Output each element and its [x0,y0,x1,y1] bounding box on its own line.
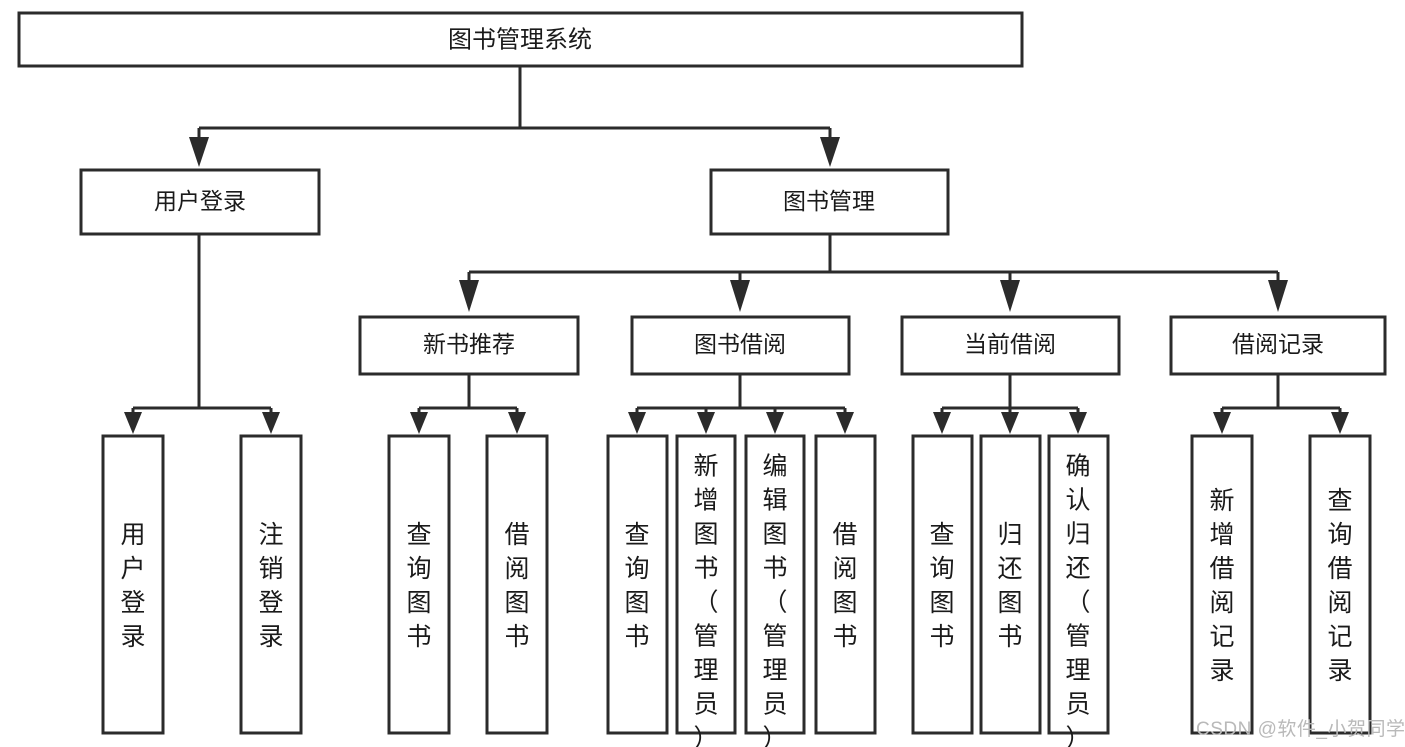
node-leaf-query-book-1-box[interactable] [387,434,451,735]
arrow-head-leaf-logout [262,412,280,434]
arrow-head-leaf-add-record [1213,412,1231,434]
node-leaf-add-book[interactable]: 新增图书（管理员） [675,434,737,747]
node-borrow-record[interactable]: 借阅记录 [1169,315,1387,376]
connector-group-book-management [459,234,1288,312]
node-leaf-edit-book-label: 编辑图书（管理员） [762,453,787,747]
node-leaf-return-book[interactable]: 归还图书 [979,434,1042,735]
node-root-label: 图书管理系统 [448,26,592,53]
node-leaf-query-book-1-label: 查询图书 [406,521,431,651]
node-leaf-confirm-return[interactable]: 确认归还（管理员） [1047,434,1110,747]
node-root[interactable]: 图书管理系统 [17,11,1024,68]
node-leaf-query-record-box[interactable] [1308,434,1372,735]
arrow-head-leaf-query-book-1 [410,412,428,434]
node-leaf-borrow-book-1[interactable]: 借阅图书 [485,434,549,735]
node-book-management-label: 图书管理 [783,188,875,214]
node-leaf-borrow-book-1-box[interactable] [485,434,549,735]
arrow-head-book-management [820,137,840,167]
node-current-borrow[interactable]: 当前借阅 [900,315,1121,376]
node-user-login-box[interactable] [79,168,321,236]
arrow-head-leaf-edit-book [766,412,784,434]
node-leaf-add-book-label: 新增图书（管理员） [693,453,718,747]
node-leaf-edit-book[interactable]: 编辑图书（管理员） [744,434,806,747]
node-leaf-query-record-label: 查询借阅记录 [1327,487,1352,685]
node-leaf-query-book-2-label: 查询图书 [624,521,649,651]
node-leaf-add-record-label: 新增借阅记录 [1209,487,1234,685]
node-user-login-label: 用户登录 [154,188,246,214]
node-leaf-query-book-2[interactable]: 查询图书 [606,434,669,735]
node-leaf-return-book-box[interactable] [979,434,1042,735]
arrow-head-leaf-confirm-return [1069,412,1087,434]
arrow-head-book-borrow [730,280,750,312]
node-leaf-logout-label: 注销登录 [258,521,283,651]
arrow-head-leaf-borrow-book-2 [836,412,854,434]
node-leaf-confirm-return-box[interactable] [1047,434,1110,735]
arrow-head-leaf-return-book [1001,412,1019,434]
node-new-book-recommend-label: 新书推荐 [423,331,515,357]
connector-group-current-borrow [933,374,1087,434]
node-book-borrow-label: 图书借阅 [694,331,786,357]
arrow-head-leaf-query-book-2 [628,412,646,434]
node-leaf-user-login[interactable]: 用户登录 [101,434,165,735]
node-borrow-record-box[interactable] [1169,315,1387,376]
node-leaf-return-book-label: 归还图书 [997,521,1022,651]
connector-group-book-borrow [628,374,854,434]
node-leaf-logout-box[interactable] [239,434,303,735]
arrow-head-leaf-borrow-book-1 [508,412,526,434]
node-book-borrow[interactable]: 图书借阅 [630,315,851,376]
node-leaf-user-login-box[interactable] [101,434,165,735]
node-leaf-query-book-1[interactable]: 查询图书 [387,434,451,735]
node-leaf-add-book-box[interactable] [675,434,737,735]
node-new-book-recommend-box[interactable] [358,315,580,376]
arrow-head-new-book-recommend [459,280,479,312]
connector-group-user-login [124,234,280,434]
node-leaf-borrow-book-2-label: 借阅图书 [832,521,857,651]
connector-group-new-book-recommend [410,374,526,434]
node-user-login[interactable]: 用户登录 [79,168,321,236]
node-leaf-query-record[interactable]: 查询借阅记录 [1308,434,1372,735]
node-leaf-borrow-book-2[interactable]: 借阅图书 [814,434,877,735]
arrow-head-borrow-record [1268,280,1288,312]
arrow-head-current-borrow [1000,280,1020,312]
arrow-head-user-login [189,137,209,167]
node-root-box[interactable] [17,11,1024,68]
arrow-head-leaf-query-record [1331,412,1349,434]
node-leaf-query-book-3[interactable]: 查询图书 [911,434,974,735]
arrow-head-leaf-add-book [697,412,715,434]
node-leaf-user-login-label: 用户登录 [120,521,145,651]
node-leaf-query-book-3-box[interactable] [911,434,974,735]
node-borrow-record-label: 借阅记录 [1232,331,1324,357]
node-book-borrow-box[interactable] [630,315,851,376]
node-leaf-add-record[interactable]: 新增借阅记录 [1190,434,1254,735]
node-current-borrow-label: 当前借阅 [964,331,1056,357]
connector-group-borrow-record [1213,374,1349,434]
node-leaf-edit-book-box[interactable] [744,434,806,735]
arrow-head-leaf-query-book-3 [933,412,951,434]
node-leaf-borrow-book-1-label: 借阅图书 [504,521,529,651]
node-leaf-query-book-2-box[interactable] [606,434,669,735]
node-leaf-logout[interactable]: 注销登录 [239,434,303,735]
node-leaf-add-record-box[interactable] [1190,434,1254,735]
node-leaf-confirm-return-label: 确认归还（管理员） [1065,453,1090,747]
node-book-management[interactable]: 图书管理 [709,168,950,236]
node-leaf-query-book-3-label: 查询图书 [929,521,954,651]
connector-group-root [189,66,840,167]
node-current-borrow-box[interactable] [900,315,1121,376]
arrow-head-leaf-user-login [124,412,142,434]
node-new-book-recommend[interactable]: 新书推荐 [358,315,580,376]
node-book-management-box[interactable] [709,168,950,236]
node-leaf-borrow-book-2-box[interactable] [814,434,877,735]
